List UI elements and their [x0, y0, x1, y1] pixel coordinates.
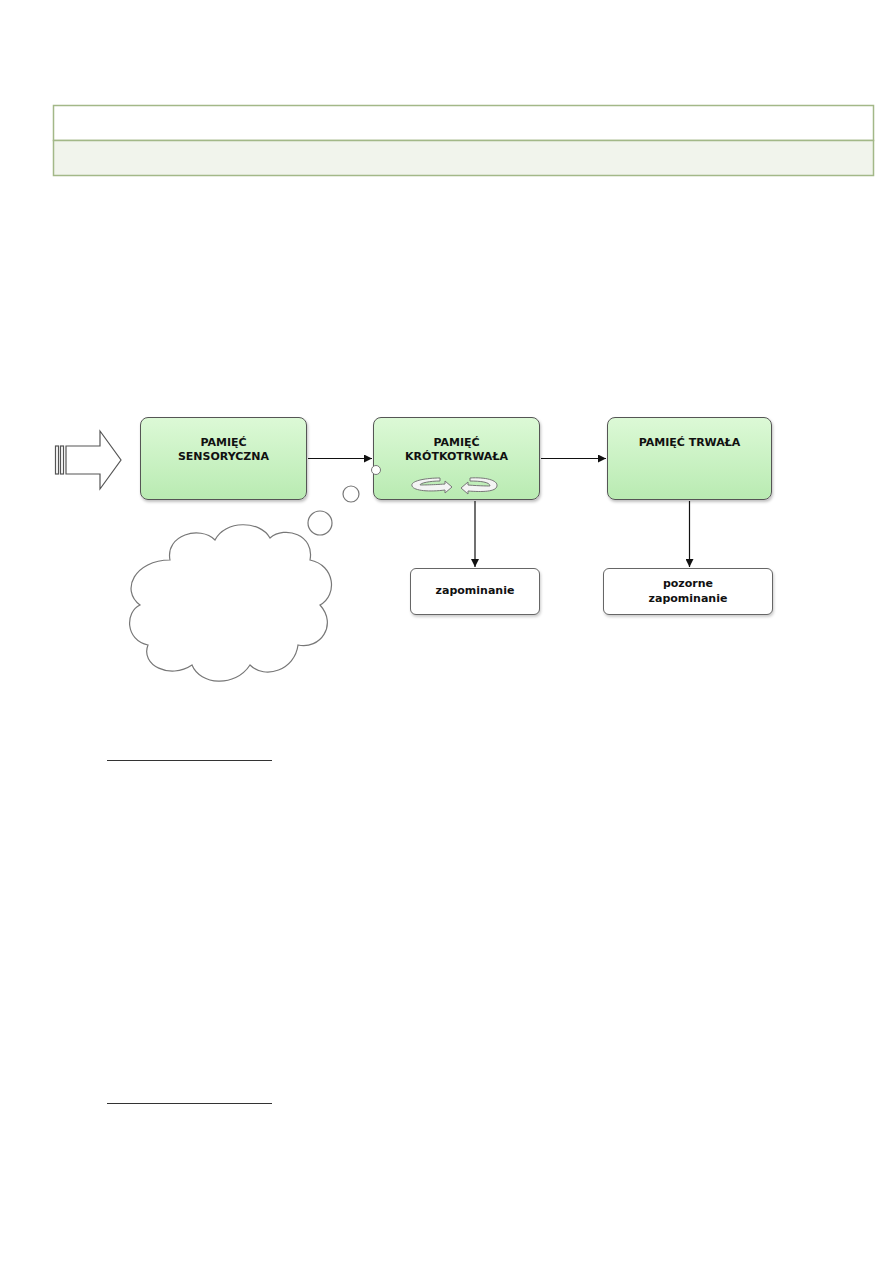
cloud-outline	[130, 525, 332, 681]
memory-stage-box: PAMIĘĆ KRÓTKOTRWAŁA	[373, 417, 540, 500]
loop-arrow	[412, 478, 452, 493]
stage-label: PAMIĘĆ KRÓTKOTRWAŁA	[397, 436, 517, 465]
arrow-bar	[56, 446, 59, 474]
outcome-box: zapominanie	[410, 568, 540, 615]
arrow-bar	[61, 446, 64, 474]
block-arrow	[66, 431, 121, 489]
stage-label: PAMIĘĆ TRWAŁA	[639, 436, 741, 450]
loop-arrow	[461, 478, 497, 494]
thought-bubble	[343, 486, 359, 502]
header-table	[54, 106, 874, 176]
flow-arrow	[689, 501, 690, 567]
thought-cloud	[130, 486, 359, 681]
thought-bubble	[372, 466, 381, 475]
flow-arrow	[308, 458, 372, 459]
thought-bubble	[308, 511, 332, 535]
memory-stage-box: PAMIĘĆ TRWAŁA	[607, 417, 772, 500]
flow-arrow	[541, 458, 606, 459]
outcome-box: pozorne zapominanie	[603, 568, 773, 615]
input-arrow	[56, 431, 122, 489]
header-row	[54, 141, 874, 176]
footnote-rule	[107, 760, 272, 761]
rehearsal-loop-icon	[412, 478, 497, 494]
stage-label: PAMIĘĆ SENSORYCZNA	[164, 436, 284, 465]
outcome-label: zapominanie	[436, 584, 515, 598]
memory-stage-box: PAMIĘĆ SENSORYCZNA	[140, 417, 307, 500]
outcome-label: pozorne zapominanie	[628, 577, 748, 606]
footnote-rule	[107, 1103, 272, 1104]
header-row	[54, 106, 874, 141]
flow-arrow	[474, 501, 475, 567]
